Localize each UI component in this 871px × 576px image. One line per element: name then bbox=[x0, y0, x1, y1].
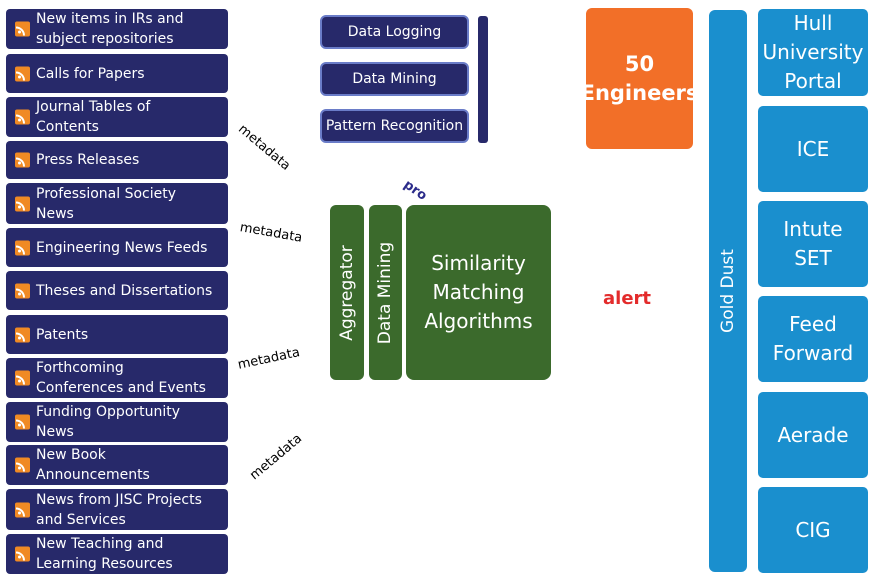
rss-icon bbox=[15, 370, 30, 386]
process-bracket-bar bbox=[478, 16, 488, 143]
source-item-funding[interactable]: Funding Opportunity News bbox=[6, 402, 228, 442]
source-label: Engineering News Feeds bbox=[36, 239, 208, 256]
source-label: New Teaching and Learning Resources bbox=[36, 536, 173, 572]
service-label: CIG bbox=[795, 517, 831, 542]
service-label: Intute SET bbox=[783, 217, 843, 270]
source-label: New items in IRs and subject repositorie… bbox=[36, 11, 184, 47]
source-item-patents[interactable]: Patents bbox=[6, 315, 228, 354]
service-label: Aerade bbox=[777, 422, 849, 447]
aggregator-label: Aggregator bbox=[337, 244, 357, 341]
rss-icon bbox=[15, 283, 30, 298]
engineers-label: 50 Engineers bbox=[580, 51, 699, 105]
data-mining-label: Data Mining bbox=[352, 71, 437, 87]
aggregator-box[interactable]: Aggregator bbox=[330, 205, 364, 380]
source-item-professional-society[interactable]: Professional Society News bbox=[6, 183, 228, 224]
service-intute-set[interactable]: Intute SET bbox=[758, 201, 868, 287]
source-item-conferences[interactable]: Forthcoming Conferences and Events bbox=[6, 358, 228, 398]
source-item-calls-for-papers[interactable]: Calls for Papers bbox=[6, 54, 228, 93]
rss-icon bbox=[15, 327, 30, 342]
source-label: Professional Society News bbox=[36, 185, 177, 222]
source-item-ir-repositories[interactable]: New items in IRs and subject repositorie… bbox=[6, 9, 228, 49]
service-ice[interactable]: ICE bbox=[758, 106, 868, 192]
rss-icon bbox=[15, 457, 30, 473]
service-cig[interactable]: CIG bbox=[758, 487, 868, 573]
rss-icon bbox=[15, 240, 30, 255]
truncated-label: pro bbox=[400, 177, 430, 204]
source-label: Patents bbox=[36, 326, 89, 343]
metadata-label: metadata bbox=[236, 345, 302, 373]
source-label: Press Releases bbox=[36, 152, 140, 168]
source-item-book-announcements[interactable]: New Book Announcements bbox=[6, 445, 228, 485]
source-item-jisc[interactable]: News from JISC Projects and Services bbox=[6, 489, 228, 530]
alert-label: alert bbox=[603, 288, 652, 309]
service-label: ICE bbox=[796, 136, 830, 161]
source-item-press-releases[interactable]: Press Releases bbox=[6, 141, 228, 179]
metadata-label: metadata bbox=[238, 220, 304, 246]
pattern-recognition-box[interactable]: Pattern Recognition bbox=[320, 109, 469, 143]
source-label: Forthcoming Conferences and Events bbox=[36, 360, 206, 396]
source-item-engineering-news[interactable]: Engineering News Feeds bbox=[6, 228, 228, 267]
rss-icon bbox=[15, 21, 30, 37]
source-item-teaching-resources[interactable]: New Teaching and Learning Resources bbox=[6, 534, 228, 574]
service-feed-forward[interactable]: Feed Forward bbox=[758, 296, 868, 382]
rss-icon bbox=[15, 502, 30, 517]
rss-icon bbox=[15, 546, 30, 562]
data-mining-box[interactable]: Data Mining bbox=[320, 62, 469, 96]
engineers-box[interactable]: 50 Engineers bbox=[581, 8, 698, 149]
data-logging-label: Data Logging bbox=[347, 24, 442, 40]
source-label: New Book Announcements bbox=[36, 447, 150, 483]
source-label: Theses and Dissertations bbox=[36, 282, 213, 299]
metadata-label: metadata bbox=[235, 121, 294, 174]
rss-icon bbox=[15, 414, 30, 430]
gold-dust-bar[interactable]: Gold Dust bbox=[709, 10, 747, 572]
service-aerade[interactable]: Aerade bbox=[758, 392, 868, 478]
similarity-matching-box[interactable]: Similarity Matching Algorithms bbox=[406, 205, 551, 380]
pattern-recognition-label: Pattern Recognition bbox=[325, 118, 464, 134]
service-label: Feed Forward bbox=[772, 312, 854, 365]
source-item-journal-toc[interactable]: Journal Tables of Contents bbox=[6, 97, 228, 137]
rss-icon bbox=[15, 66, 30, 81]
service-label: Hull University Portal bbox=[762, 11, 864, 93]
rss-icon bbox=[15, 152, 30, 168]
metadata-label: metadata bbox=[247, 431, 306, 484]
rss-icon bbox=[15, 196, 30, 211]
rss-icon bbox=[15, 109, 30, 125]
source-label: Calls for Papers bbox=[36, 65, 145, 82]
data-logging-box[interactable]: Data Logging bbox=[320, 15, 469, 49]
source-label: News from JISC Projects and Services bbox=[36, 491, 202, 528]
source-label: Journal Tables of Contents bbox=[36, 99, 151, 135]
gold-dust-label: Gold Dust bbox=[718, 249, 739, 333]
source-item-theses[interactable]: Theses and Dissertations bbox=[6, 271, 228, 310]
service-hull-portal[interactable]: Hull University Portal bbox=[758, 9, 868, 96]
data-mining-green-box[interactable]: Data Mining bbox=[369, 205, 402, 380]
source-label: Funding Opportunity News bbox=[36, 404, 181, 440]
similarity-matching-label: Similarity Matching Algorithms bbox=[424, 251, 533, 333]
data-mining-green-label: Data Mining bbox=[375, 241, 396, 344]
